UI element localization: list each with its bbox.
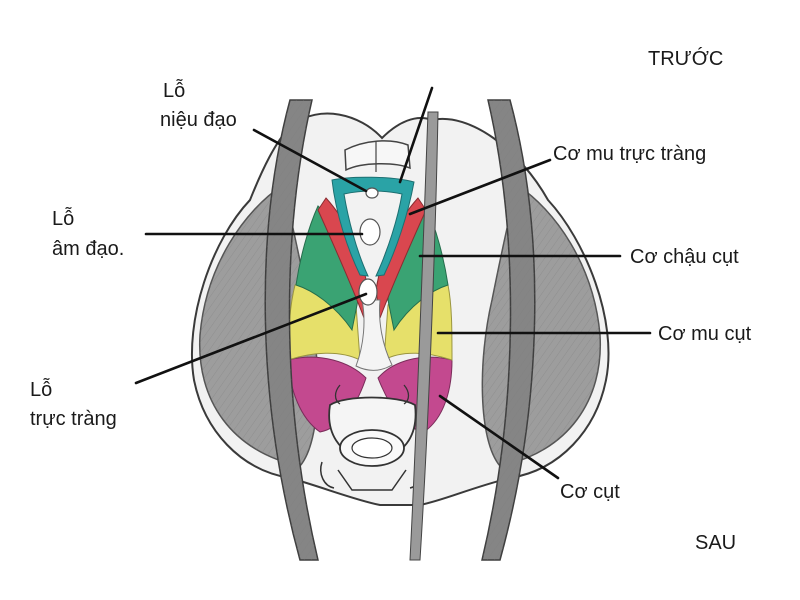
coccygeus-label: Cơ cụt bbox=[560, 481, 620, 503]
iliococcygeus-label: Cơ chậu cụt bbox=[630, 246, 739, 268]
pubic-symphysis bbox=[344, 140, 411, 172]
central-tendon bbox=[355, 299, 393, 371]
urethra-label-line2: niệu đạo bbox=[160, 109, 237, 131]
puborectalis-loop bbox=[331, 176, 415, 277]
leader-lines bbox=[134, 86, 652, 480]
urethral-opening bbox=[365, 187, 379, 199]
inner-left-tendon bbox=[409, 111, 439, 561]
back-orientation-label: SAU bbox=[695, 532, 737, 554]
leader-pointer-top bbox=[398, 86, 434, 184]
pubococcygeus-label: Cơ mu cụt bbox=[658, 323, 752, 345]
leader-coccygeus bbox=[438, 394, 560, 480]
urethra-label-line1: Lỗ bbox=[163, 80, 186, 102]
puborectalis-label: Cơ mu trực tràng bbox=[553, 143, 707, 165]
right-tendon-fibers bbox=[482, 100, 535, 560]
left-tendon-fibers bbox=[265, 100, 318, 560]
sacrum-coccyx bbox=[320, 384, 424, 491]
vaginal-opening bbox=[359, 218, 381, 246]
leader-rectum bbox=[134, 292, 368, 385]
vagina-label-line1: Lỗ bbox=[52, 208, 75, 230]
leader-urethra bbox=[252, 128, 368, 193]
leader-puborectalis bbox=[408, 158, 552, 216]
front-orientation-label: TRƯỚC bbox=[648, 48, 724, 70]
vagina-label-line2: âm đạo. bbox=[52, 238, 125, 260]
rectum-label-line2: trực tràng bbox=[30, 408, 117, 430]
rectal-opening bbox=[358, 278, 378, 306]
rectum-label-line1: Lỗ bbox=[30, 379, 53, 401]
